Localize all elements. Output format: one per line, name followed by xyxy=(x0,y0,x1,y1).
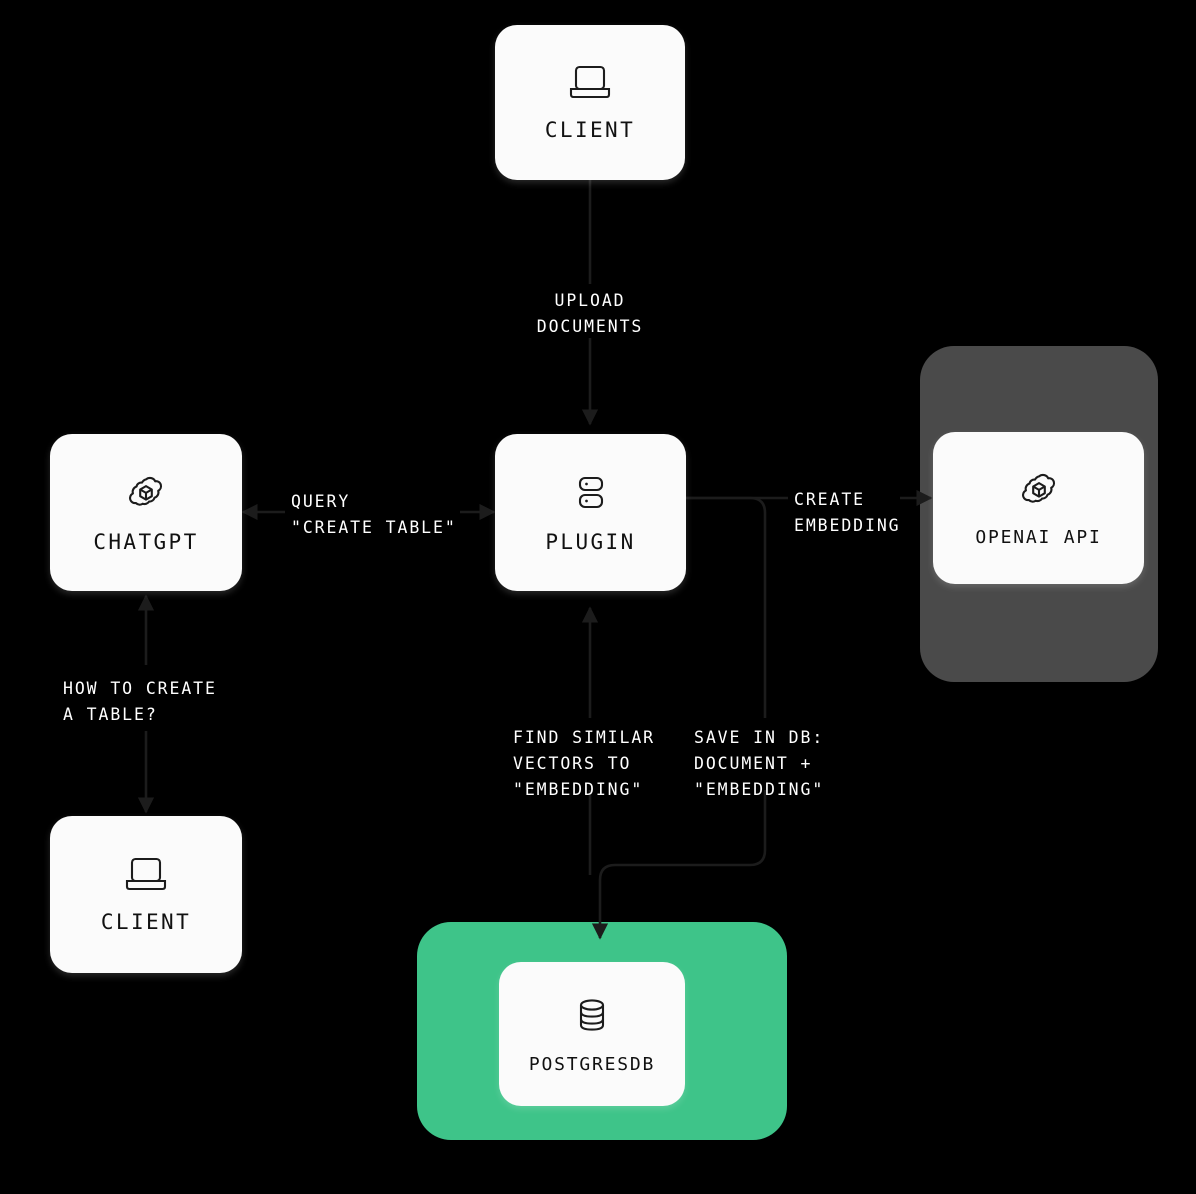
node-label-client-bottom: CLIENT xyxy=(100,909,192,934)
edge-label-create-embedding: CREATE EMBEDDING xyxy=(794,490,901,535)
node-label-postgresdb: POSTGRESDB xyxy=(528,1053,656,1075)
edge-label-find-similar-vectors: FIND SIMILAR VECTORS TO "EMBEDDING" xyxy=(513,728,656,799)
node-plugin[interactable]: PLUGIN xyxy=(495,434,686,591)
edge-label-upload-documents: UPLOAD DOCUMENTS xyxy=(536,291,644,336)
node-label-chatgpt: CHATGPT xyxy=(93,529,199,554)
laptop-icon xyxy=(123,856,169,894)
node-label-openai-api: OPENAI API xyxy=(975,526,1102,548)
database-icon xyxy=(572,994,612,1038)
node-postgresdb[interactable]: POSTGRESDB xyxy=(499,962,685,1106)
node-chatgpt[interactable]: CHATGPT xyxy=(50,434,242,591)
edge-label-save-in-db: SAVE IN DB: DOCUMENT + "EMBEDDING" xyxy=(694,728,825,799)
server-icon xyxy=(569,472,613,514)
node-client-bottom[interactable]: CLIENT xyxy=(50,816,242,973)
openai-logo-icon xyxy=(1018,469,1060,511)
openai-logo-icon xyxy=(125,472,167,514)
node-label-client-top: CLIENT xyxy=(544,117,636,142)
laptop-icon xyxy=(567,64,613,102)
node-label-plugin: PLUGIN xyxy=(545,529,636,554)
edge-label-how-to-create-a-table: HOW TO CREATE A TABLE? xyxy=(63,679,217,724)
node-client-top[interactable]: CLIENT xyxy=(495,25,685,180)
node-openai-api[interactable]: OPENAI API xyxy=(933,432,1144,584)
edge-label-query-create-table: QUERY "CREATE TABLE" xyxy=(291,492,457,537)
